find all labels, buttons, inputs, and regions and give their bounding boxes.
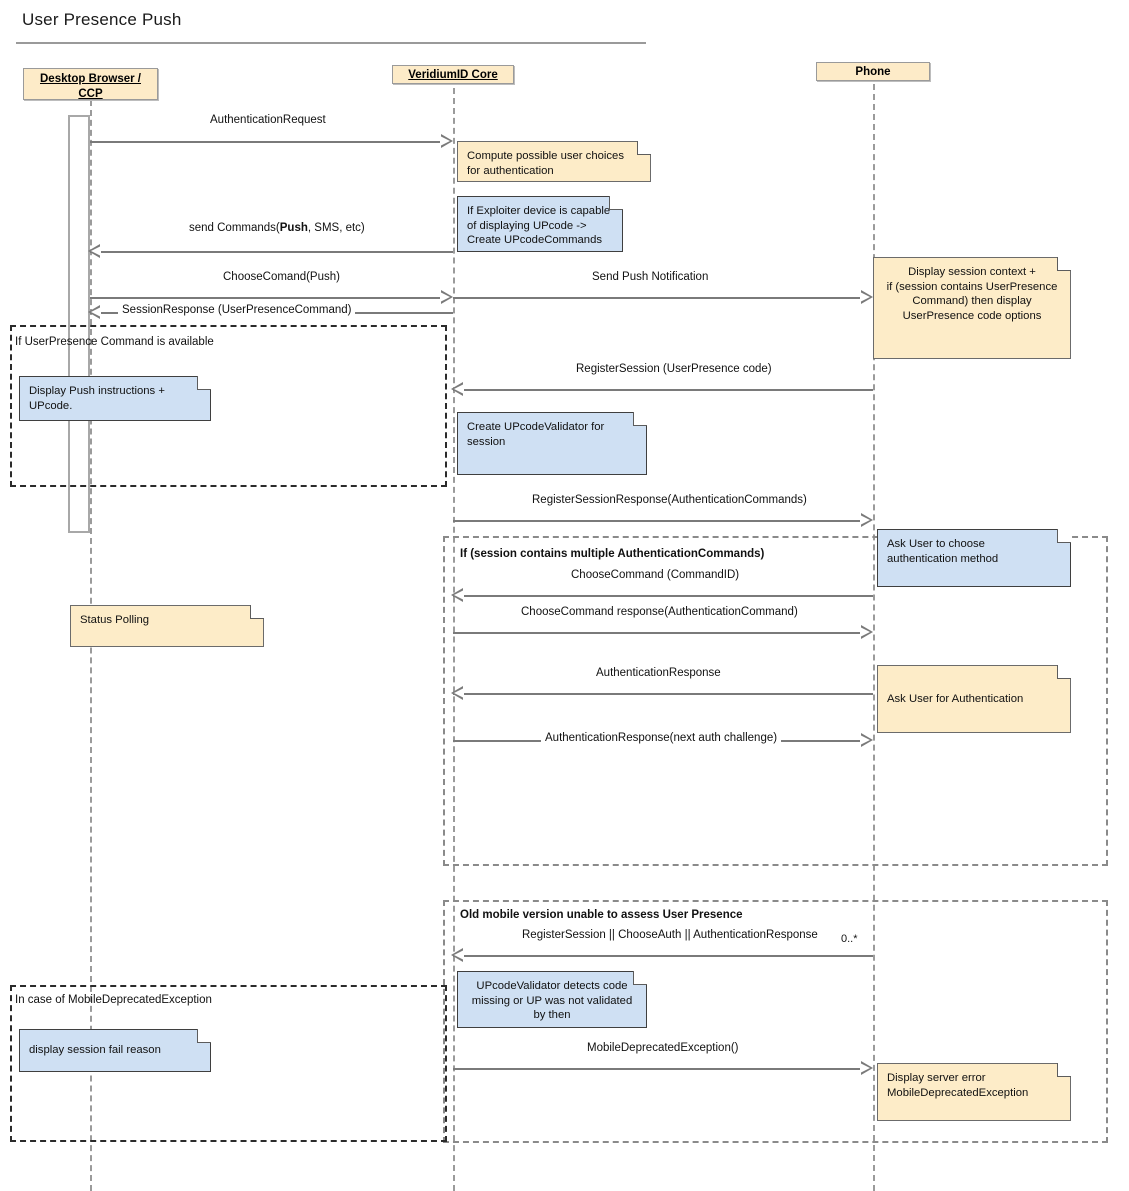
note-dogear-icon bbox=[197, 376, 211, 390]
arrow-head-register-chooseauth-authresponse bbox=[451, 948, 464, 962]
note-exploiter-device-capable: If Exploiter device is capable of displa… bbox=[457, 196, 623, 252]
title-divider bbox=[16, 42, 646, 44]
note-display-server-error-text: Display server error MobileDeprecatedExc… bbox=[887, 1072, 1029, 1099]
note-dogear-icon bbox=[1057, 1063, 1071, 1077]
arrow-head-register-session bbox=[451, 382, 464, 396]
note-dogear-icon bbox=[1057, 257, 1071, 271]
note-dogear-icon bbox=[250, 605, 264, 619]
participant-phone-label: Phone bbox=[855, 66, 891, 78]
fragment-mobile-deprecated-exception-label: In case of MobileDeprecatedException bbox=[15, 994, 212, 1006]
note-display-session-fail-reason-text: display session fail reason bbox=[29, 1044, 161, 1057]
participant-browser-label-line2: CCP bbox=[78, 88, 103, 100]
fragment-userpresence-label: If UserPresence Command is available bbox=[15, 336, 214, 348]
note-create-upcode-validator: Create UPcodeValidator for session bbox=[457, 412, 647, 475]
message-line-authentication-request bbox=[90, 141, 441, 143]
message-label-choose-command-commandid: ChooseCommand (CommandID) bbox=[567, 569, 744, 581]
arrow-head-choose-command-commandid bbox=[451, 588, 464, 602]
note-dogear-icon bbox=[633, 971, 647, 985]
note-upcode-validator-detects: UPcodeValidator detects code missing or … bbox=[457, 971, 647, 1028]
note-display-session-context: Display session context + if (session co… bbox=[873, 257, 1071, 359]
message-label-session-response: SessionResponse (UserPresenceCommand) bbox=[118, 304, 356, 316]
fragment-old-mobile-version bbox=[443, 900, 1108, 1143]
participant-desktop-browser[interactable]: Desktop Browser / CCP bbox=[23, 68, 158, 100]
message-label-authentication-response-next-challenge: AuthenticationResponse(next auth challen… bbox=[541, 732, 782, 744]
message-label-register-chooseauth-authresponse: RegisterSession || ChooseAuth || Authent… bbox=[518, 929, 822, 941]
note-compute-user-choices: Compute possible user choices for authen… bbox=[457, 141, 651, 182]
note-status-polling: Status Polling bbox=[70, 605, 264, 647]
arrow-head-authentication-request bbox=[440, 134, 453, 148]
message-multiplicity-register-chooseauth: 0..* bbox=[841, 933, 858, 945]
message-label-register-session: RegisterSession (UserPresence code) bbox=[572, 363, 776, 375]
message-line-register-session-response bbox=[453, 520, 861, 522]
note-status-polling-text: Status Polling bbox=[80, 614, 150, 626]
message-line-choose-command-push bbox=[90, 297, 441, 299]
arrow-head-choose-command-response bbox=[860, 625, 873, 639]
page-title: User Presence Push bbox=[22, 10, 182, 29]
message-line-register-chooseauth-authresponse bbox=[453, 955, 873, 957]
note-ask-user-for-authentication-text: Ask User for Authentication bbox=[887, 692, 1024, 705]
note-dogear-icon bbox=[633, 412, 647, 426]
note-dogear-icon bbox=[1057, 529, 1071, 543]
arrow-head-send-commands bbox=[88, 244, 101, 258]
note-ask-user-choose-auth-method: Ask User to choose authentication method bbox=[877, 529, 1071, 587]
message-label-register-session-response: RegisterSessionResponse(AuthenticationCo… bbox=[528, 494, 811, 506]
message-label-choose-command-response: ChooseCommand response(AuthenticationCom… bbox=[517, 606, 802, 618]
message-line-choose-command-response bbox=[453, 632, 861, 634]
message-label-authentication-response: AuthenticationResponse bbox=[592, 667, 725, 679]
note-dogear-icon bbox=[197, 1029, 211, 1043]
message-line-authentication-response bbox=[453, 693, 873, 695]
arrow-head-send-push-notification bbox=[860, 290, 873, 304]
lifeline-phone bbox=[873, 84, 875, 1191]
note-display-push-instructions-text: Display Push instructions + UPcode. bbox=[29, 385, 165, 412]
note-display-push-instructions: Display Push instructions + UPcode. bbox=[19, 376, 211, 421]
note-upcode-validator-detects-text: UPcodeValidator detects code missing or … bbox=[471, 980, 633, 1021]
fragment-multiple-auth-commands-label: If (session contains multiple Authentica… bbox=[460, 548, 765, 560]
message-line-register-session bbox=[453, 389, 873, 391]
note-dogear-icon bbox=[637, 141, 651, 155]
note-display-server-error: Display server error MobileDeprecatedExc… bbox=[877, 1063, 1071, 1121]
lifeline-core bbox=[453, 88, 455, 1191]
note-exploiter-device-capable-text: If Exploiter device is capable of displa… bbox=[467, 205, 611, 246]
message-label-send-commands: send Commands(Push, SMS, etc) bbox=[185, 222, 369, 234]
fragment-userpresence-available bbox=[10, 325, 447, 487]
participant-core-label: VeridiumID Core bbox=[408, 69, 498, 81]
message-line-choose-command-commandid bbox=[453, 595, 873, 597]
note-compute-user-choices-text: Compute possible user choices for authen… bbox=[467, 150, 624, 177]
message-line-send-commands bbox=[90, 251, 453, 253]
message-line-send-push-notification bbox=[453, 297, 861, 299]
message-label-choose-command-push: ChooseComand(Push) bbox=[219, 271, 344, 283]
arrow-head-authentication-response-next-challenge bbox=[860, 733, 873, 747]
fragment-multiple-auth-commands bbox=[443, 536, 1108, 866]
message-label-mobile-deprecated-exception: MobileDeprecatedException() bbox=[583, 1042, 743, 1054]
note-display-session-fail-reason: display session fail reason bbox=[19, 1029, 211, 1072]
arrow-head-authentication-response bbox=[451, 686, 464, 700]
note-ask-user-choose-auth-method-text: Ask User to choose authentication method bbox=[887, 538, 999, 565]
note-create-upcode-validator-text: Create UPcodeValidator for session bbox=[467, 421, 605, 448]
fragment-old-mobile-version-label: Old mobile version unable to assess User… bbox=[460, 909, 743, 921]
note-dogear-icon bbox=[1057, 665, 1071, 679]
arrow-head-session-response bbox=[88, 305, 101, 319]
note-dogear-icon bbox=[609, 196, 623, 210]
participant-browser-label-line1: Desktop Browser / bbox=[40, 73, 141, 85]
participant-veridiumid-core[interactable]: VeridiumID Core bbox=[392, 65, 514, 84]
arrow-head-mobile-deprecated-exception bbox=[860, 1061, 873, 1075]
fragment-mobile-deprecated-exception bbox=[10, 985, 447, 1142]
note-ask-user-for-authentication: Ask User for Authentication bbox=[877, 665, 1071, 733]
message-label-send-push-notification: Send Push Notification bbox=[588, 271, 713, 283]
arrow-head-register-session-response bbox=[860, 513, 873, 527]
note-display-session-context-text: Display session context + if (session co… bbox=[886, 266, 1058, 322]
message-label-authentication-request: AuthenticationRequest bbox=[206, 114, 330, 126]
participant-phone[interactable]: Phone bbox=[816, 62, 930, 81]
message-line-mobile-deprecated-exception bbox=[453, 1068, 861, 1070]
activation-bar-browser bbox=[68, 115, 90, 533]
arrow-head-choose-command-push bbox=[440, 290, 453, 304]
